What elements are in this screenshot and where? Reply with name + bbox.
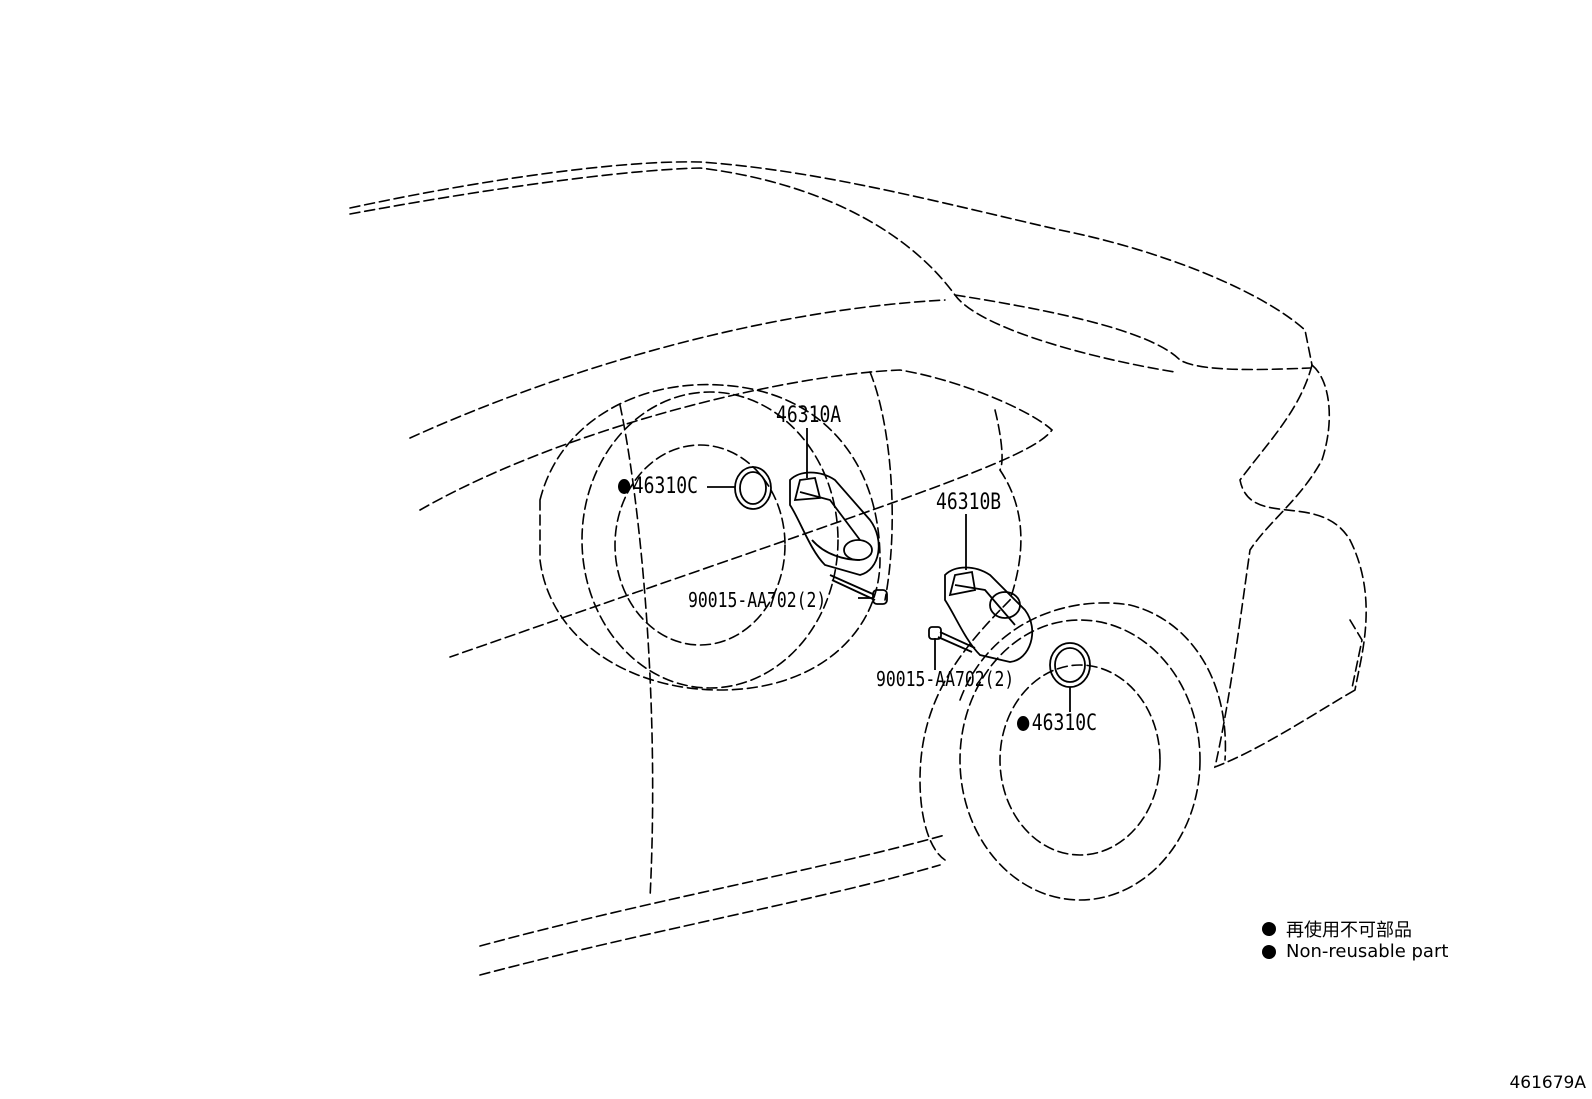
rocker-panel-lower: [479, 864, 941, 976]
legend-japanese-text: 再使用不可部品: [1286, 920, 1412, 941]
front-quarter: [919, 469, 1022, 861]
belt-line: [409, 299, 946, 439]
car-roof-outline: [349, 161, 1313, 366]
label-bolt-right: 90015-AA702(2): [876, 667, 1015, 691]
label-seal-left-text: 46310C: [632, 474, 698, 499]
filled-circle-icon: [1262, 944, 1276, 959]
rear-lamp: [1349, 619, 1363, 689]
label-seal-right-text: 46310C: [1031, 711, 1097, 736]
door-edge: [619, 404, 654, 899]
bolt-left: [829, 574, 888, 605]
legend-english-text: Non-reusable part: [1286, 941, 1449, 962]
label-bolt-left: 90015-AA702(2): [688, 588, 827, 612]
seal-right-ring-inner: [1054, 647, 1086, 683]
car-roof-inner: [349, 167, 1176, 373]
non-reusable-bullet-icon: [1017, 716, 1030, 731]
front-wheel: [959, 619, 1201, 901]
non-reusable-bullet-icon: [618, 479, 631, 494]
label-motor-b: 46310B: [936, 490, 1002, 515]
label-seal-left: 46310C: [618, 476, 698, 498]
figure-id: 461679A: [1509, 1073, 1586, 1093]
rear-door-line: [994, 409, 1003, 471]
rear-wheel-arch: [539, 383, 881, 691]
shoulder-line: [419, 369, 1054, 658]
rear-wheel: [581, 391, 839, 689]
front-wheel-inner: [999, 664, 1161, 856]
door-line: [869, 371, 893, 601]
rear-window: [954, 294, 1311, 371]
car-rear-outline: [1213, 364, 1356, 769]
motor-b-body: [944, 566, 1034, 663]
seal-right-ring: [1049, 642, 1091, 688]
rear-wheel-inner: [614, 444, 786, 646]
motor-a-body: [789, 471, 880, 576]
legend-japanese: 再使用不可部品: [1262, 916, 1412, 942]
rear-bumper: [1239, 364, 1367, 691]
seal-left-ring-inner: [739, 471, 767, 505]
label-seal-right: 46310C: [1017, 713, 1097, 735]
front-wheel-arch: [959, 602, 1227, 761]
rocker-panel: [479, 834, 946, 947]
label-motor-a: 46310A: [776, 403, 842, 428]
seal-left-ring: [734, 466, 772, 510]
filled-circle-icon: [1262, 922, 1276, 936]
legend-english: Non-reusable part: [1262, 941, 1448, 962]
